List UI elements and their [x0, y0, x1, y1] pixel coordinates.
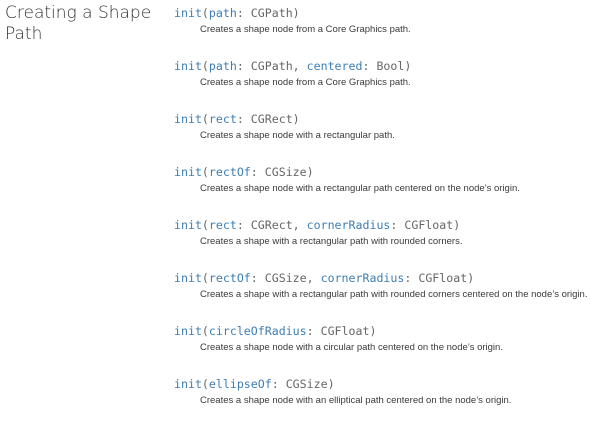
signature-token: : CGRect, — [236, 218, 307, 232]
signature-token: cornerRadius — [320, 271, 405, 285]
signature-token: cornerRadius — [306, 218, 391, 232]
initializer-entry: init(rectOf: CGSize, cornerRadius: CGFlo… — [174, 271, 594, 324]
signature-token: ( — [201, 271, 209, 285]
signature-token: rect — [208, 218, 237, 232]
signature-token: rectOf — [208, 165, 251, 179]
signature-token: init — [174, 165, 202, 179]
signature-token: path — [208, 6, 237, 20]
signature-token: ( — [201, 6, 209, 20]
signature-token: path — [208, 59, 237, 73]
signature-token: : CGFloat) — [390, 218, 461, 232]
signature-token: ( — [201, 112, 209, 126]
initializer-description: Creates a shape node from a Core Graphic… — [200, 24, 411, 35]
initializer-entry: init(rect: CGRect, cornerRadius: CGFloat… — [174, 218, 594, 271]
initializer-entry: init(rectOf: CGSize) Creates a shape nod… — [174, 165, 594, 218]
initializer-description: Creates a shape with a rectangular path … — [200, 289, 588, 300]
initializer-description: Creates a shape node with an elliptical … — [200, 395, 512, 406]
initializer-signature[interactable]: init(rectOf: CGSize) — [174, 165, 594, 179]
signature-token: init — [174, 324, 202, 338]
signature-token: : CGRect) — [236, 112, 300, 126]
initializer-entry: init(path: CGPath, centered: Bool) Creat… — [174, 59, 594, 112]
signature-token: : CGFloat) — [404, 271, 475, 285]
signature-token: : CGSize) — [271, 377, 335, 391]
signature-token: ( — [201, 324, 209, 338]
initializer-description: Creates a shape node with a rectangular … — [200, 183, 520, 194]
signature-token: ( — [201, 165, 209, 179]
section-title: Creating a Shape Path — [5, 3, 152, 44]
signature-token: rect — [208, 112, 237, 126]
signature-token: circleOfRadius — [208, 324, 307, 338]
initializer-signature[interactable]: init(rect: CGRect) — [174, 112, 594, 126]
signature-token: : CGSize) — [250, 165, 314, 179]
signature-token: rectOf — [208, 271, 251, 285]
signature-token: ( — [201, 59, 209, 73]
signature-token: init — [174, 59, 202, 73]
signature-token: : CGPath) — [236, 6, 300, 20]
initializer-description: Creates a shape with a rectangular path … — [200, 236, 463, 247]
signature-token: ( — [201, 377, 209, 391]
initializer-entry: init(circleOfRadius: CGFloat) Creates a … — [174, 324, 594, 377]
signature-token: : CGPath, — [236, 59, 307, 73]
initializer-signature[interactable]: init(path: CGPath) — [174, 6, 594, 20]
initializer-list: init(path: CGPath) Creates a shape node … — [174, 6, 594, 430]
signature-token: : Bool) — [362, 59, 412, 73]
signature-token: ( — [201, 218, 209, 232]
signature-token: init — [174, 6, 202, 20]
initializer-description: Creates a shape node with a rectangular … — [200, 130, 395, 141]
initializer-entry: init(path: CGPath) Creates a shape node … — [174, 6, 594, 59]
signature-token: ellipseOf — [208, 377, 272, 391]
signature-token: init — [174, 377, 202, 391]
initializer-entry: init(ellipseOf: CGSize) Creates a shape … — [174, 377, 594, 430]
initializer-signature[interactable]: init(ellipseOf: CGSize) — [174, 377, 594, 391]
initializer-signature[interactable]: init(circleOfRadius: CGFloat) — [174, 324, 594, 338]
signature-token: : CGFloat) — [306, 324, 377, 338]
initializer-signature[interactable]: init(rect: CGRect, cornerRadius: CGFloat… — [174, 218, 594, 232]
initializer-description: Creates a shape node from a Core Graphic… — [200, 77, 411, 88]
initializer-signature[interactable]: init(path: CGPath, centered: Bool) — [174, 59, 594, 73]
initializer-description: Creates a shape node with a circular pat… — [200, 342, 503, 353]
signature-token: centered — [306, 59, 363, 73]
signature-token: init — [174, 218, 202, 232]
initializer-signature[interactable]: init(rectOf: CGSize, cornerRadius: CGFlo… — [174, 271, 594, 285]
signature-token: : CGSize, — [250, 271, 321, 285]
signature-token: init — [174, 112, 202, 126]
initializer-entry: init(rect: CGRect) Creates a shape node … — [174, 112, 594, 165]
signature-token: init — [174, 271, 202, 285]
